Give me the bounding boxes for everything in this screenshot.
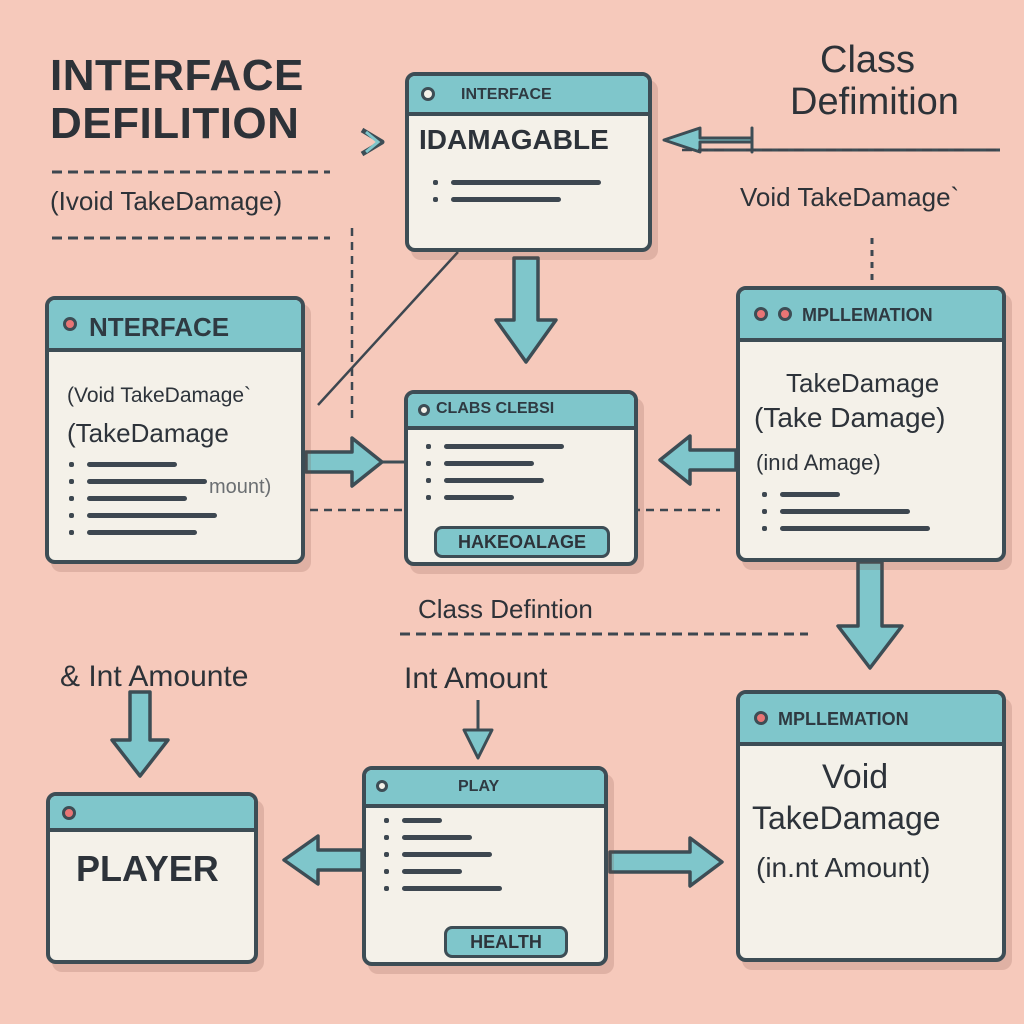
window-titlebar: CLABS CLEBSI [408, 394, 634, 430]
impl-line1: TakeDamage [786, 368, 940, 398]
health-field-button[interactable]: HEALTH [444, 926, 568, 958]
idamagable-title: IDAMAGABLE [419, 124, 609, 155]
window-interface[interactable]: NTERFACE (Void TakeDamage` (TakeDamage m… [45, 296, 305, 564]
window-title: MPLLEMATION [778, 709, 909, 729]
window-titlebar: MPLLEMATION [740, 290, 1002, 342]
class-definition-mid-label: Class Defintion [418, 594, 593, 624]
interface-line3: mount) [209, 476, 272, 498]
window-play[interactable]: PLAY HEALTH [362, 766, 608, 966]
arrow-play-to-player [282, 834, 364, 886]
takedamage-method-button[interactable]: HAKEOALAGE [434, 526, 610, 558]
window-titlebar: INTERFACE [409, 76, 648, 116]
window-dot-icon [421, 87, 435, 101]
window-dot-icon [63, 317, 77, 331]
impl-line2: (Take Damage) [754, 402, 946, 433]
interface-subtitle: (Ivoid TakeDamage) [50, 186, 283, 216]
int-amounte-label: & Int Amounte [60, 660, 249, 693]
window-dot-icon [376, 780, 388, 792]
window-class-clebsi[interactable]: CLABS CLEBSI HAKEOALAGE [404, 390, 638, 566]
window-player[interactable]: PLAYER [46, 792, 258, 964]
impl-line3: (inıd Amage) [756, 450, 881, 475]
window-dot-icon [62, 806, 76, 820]
interface-line1: (Void TakeDamage` [67, 384, 252, 407]
void-takedamage-label: Void TakeDamage` [740, 182, 960, 212]
class-definition-line2: Defimition [790, 81, 959, 123]
code-lines [69, 450, 227, 535]
window-implementation-bottom[interactable]: MPLLEMATION Void TakeDamage (in.nt Amoun… [736, 690, 1006, 962]
arrow-implementation-to-class [658, 434, 738, 486]
window-titlebar: MPLLEMATION [740, 694, 1002, 746]
arrow-down-to-player [110, 690, 170, 778]
window-titlebar: NTERFACE [49, 300, 301, 352]
window-dot-icon [778, 307, 792, 321]
window-dot-icon [754, 307, 768, 321]
code-lines [384, 806, 552, 891]
int-amount-label: Int Amount [404, 662, 548, 695]
arrow-down-to-play [462, 700, 494, 760]
arrow-interface-to-class [304, 436, 404, 488]
window-titlebar: PLAY [366, 770, 604, 808]
window-title: MPLLEMATION [802, 305, 933, 325]
code-lines [762, 480, 940, 531]
window-idamagable[interactable]: INTERFACE IDAMAGABLE [405, 72, 652, 252]
connector-line [317, 251, 459, 406]
window-titlebar [50, 796, 254, 832]
window-implementation-top[interactable]: MPLLEMATION TakeDamage (Take Damage) (in… [736, 286, 1006, 562]
window-title: INTERFACE [461, 86, 552, 103]
arrow-play-to-implementation [608, 836, 724, 888]
interface-definition-title-line1: INTERFACE [50, 51, 304, 100]
window-dot-icon [754, 711, 768, 725]
interface-definition-title-line2: DEFILITION [50, 99, 300, 148]
impl-bottom-line3: (in.nt Amount) [756, 852, 931, 883]
window-title: CLABS CLEBSI [436, 400, 555, 417]
arrow-classdef-to-idamagable [662, 126, 1000, 154]
code-lines [433, 168, 601, 202]
impl-bottom-line2: TakeDamage [752, 800, 941, 836]
code-lines [426, 432, 574, 500]
interface-line2: (TakeDamage [67, 418, 229, 448]
class-definition-line1: Class [820, 39, 916, 81]
arrow-down-implementation [836, 560, 904, 670]
window-title: PLAY [458, 778, 500, 795]
player-title: PLAYER [76, 848, 219, 889]
window-dot-icon [418, 404, 430, 416]
arrow-down-idamagable-to-class [494, 256, 558, 364]
window-title: NTERFACE [89, 312, 230, 342]
impl-bottom-line1: Void [822, 758, 889, 796]
